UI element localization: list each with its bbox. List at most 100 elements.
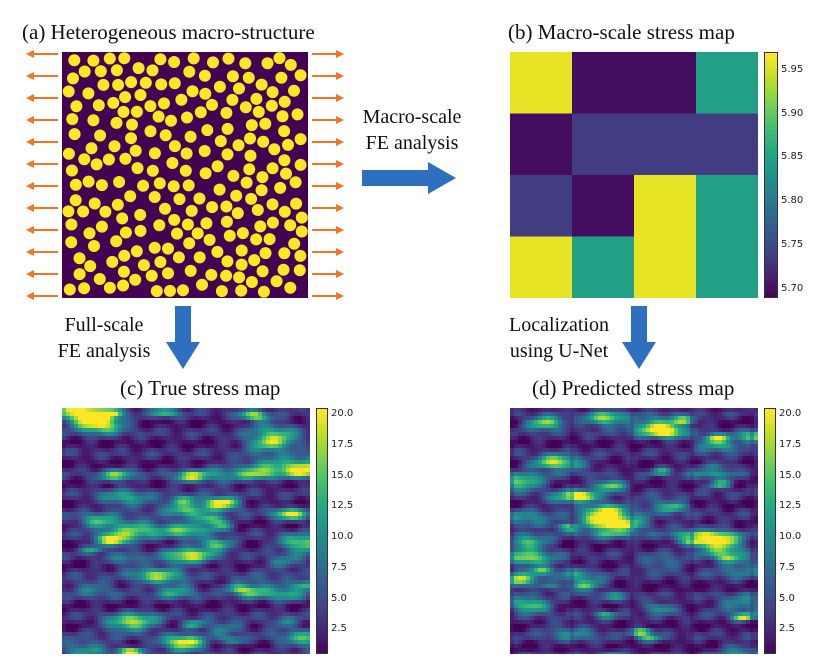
stress-cell <box>70 480 75 485</box>
stress-cell <box>98 604 103 609</box>
stress-cell <box>202 608 207 613</box>
stress-cell <box>566 412 571 417</box>
stress-cell <box>298 476 303 481</box>
stress-cell <box>282 464 287 469</box>
stress-cell <box>110 548 115 553</box>
stress-cell <box>162 644 167 649</box>
stress-cell <box>298 624 303 629</box>
stress-cell <box>286 580 291 585</box>
stress-cell <box>738 432 743 437</box>
stress-cell <box>254 640 259 645</box>
stress-cell <box>278 636 283 641</box>
stress-cell <box>214 548 219 553</box>
stress-cell <box>134 436 139 441</box>
fiber-inclusion <box>254 220 267 233</box>
stress-cell <box>226 540 231 545</box>
stress-cell <box>90 644 95 649</box>
stress-cell <box>254 540 259 545</box>
stress-cell <box>246 628 251 633</box>
stress-cell <box>154 524 159 529</box>
fiber-inclusion <box>108 140 121 153</box>
stress-cell <box>186 460 191 465</box>
macro-colorbar <box>764 52 778 298</box>
stress-cell <box>238 652 243 654</box>
stress-cell <box>278 624 283 629</box>
stress-cell <box>138 624 143 629</box>
stress-cell <box>138 548 143 553</box>
stress-cell <box>102 508 107 513</box>
stress-cell <box>218 492 223 497</box>
stress-cell <box>186 580 191 585</box>
stress-cell <box>130 456 135 461</box>
fiber-inclusion <box>265 99 278 112</box>
stress-cell <box>626 416 631 421</box>
stress-cell <box>182 424 187 429</box>
stress-cell <box>282 492 287 497</box>
stress-cell <box>166 436 171 441</box>
stress-cell <box>66 448 71 453</box>
stress-cell <box>266 564 271 569</box>
stress-cell <box>162 452 167 457</box>
stress-cell <box>222 532 227 537</box>
stress-cell <box>306 424 310 429</box>
stress-cell <box>182 536 187 541</box>
stress-cell <box>610 412 615 417</box>
stress-cell <box>614 428 619 433</box>
colorbar-segment <box>316 608 328 614</box>
stress-cell <box>630 416 635 421</box>
stress-cell <box>686 432 691 437</box>
stress-cell <box>254 452 259 457</box>
stress-cell <box>306 432 310 437</box>
stress-cell <box>102 408 107 413</box>
stress-cell <box>146 528 151 533</box>
stress-cell <box>546 432 551 437</box>
stress-cell <box>226 624 231 629</box>
stress-cell <box>254 492 259 497</box>
stress-cell <box>714 412 719 417</box>
stress-cell <box>126 436 131 441</box>
stress-cell <box>226 552 231 557</box>
stress-cell <box>74 580 79 585</box>
stress-cell <box>298 552 303 557</box>
stress-cell <box>114 488 119 493</box>
stress-cell <box>122 484 127 489</box>
stress-cell <box>282 560 287 565</box>
stress-cell <box>186 536 191 541</box>
stress-cell <box>74 508 79 513</box>
stress-cell <box>226 612 231 617</box>
stress-cell <box>250 496 255 501</box>
stress-cell <box>178 632 183 637</box>
stress-cell <box>586 448 591 453</box>
stress-cell <box>158 584 163 589</box>
stress-cell <box>274 516 279 521</box>
stress-cell <box>178 480 183 485</box>
heatmap-cell <box>696 236 758 298</box>
stress-cell <box>254 556 259 561</box>
stress-cell <box>78 628 83 633</box>
stress-cell <box>298 548 303 553</box>
stress-cell <box>182 444 187 449</box>
stress-cell <box>194 640 199 645</box>
stress-cell <box>94 576 99 581</box>
stress-cell <box>274 648 279 653</box>
stress-cell <box>134 408 139 413</box>
heatmap-cell <box>572 236 635 298</box>
stress-cell <box>306 572 310 577</box>
stress-cell <box>118 544 123 549</box>
stress-cell <box>166 464 171 469</box>
stress-cell <box>90 516 95 521</box>
stress-cell <box>202 528 207 533</box>
stress-cell <box>74 592 79 597</box>
stress-cell <box>78 500 83 505</box>
heatmap-cell <box>696 113 758 176</box>
stress-cell <box>94 624 99 629</box>
stress-cell <box>270 616 275 621</box>
stress-cell <box>210 456 215 461</box>
stress-cell <box>542 424 547 429</box>
stress-cell <box>162 620 167 625</box>
stress-cell <box>74 636 79 641</box>
stress-cell <box>174 560 179 565</box>
stress-cell <box>302 484 307 489</box>
stress-cell <box>110 584 115 589</box>
stress-cell <box>602 408 607 413</box>
